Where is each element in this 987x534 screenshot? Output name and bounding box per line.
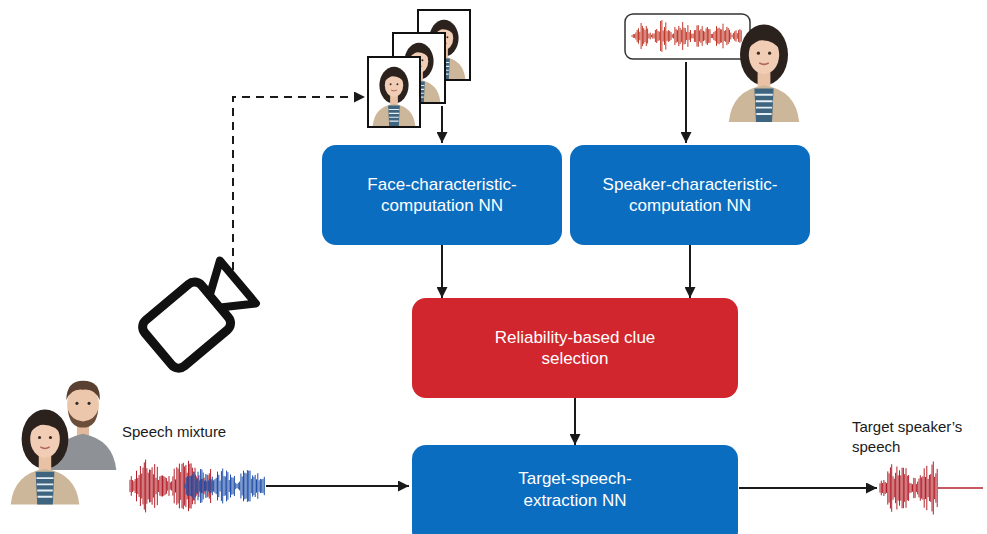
box-label: Face-characteristic-computation NN xyxy=(337,174,547,217)
caption-label: Speech mixture xyxy=(122,422,272,442)
flow-arrow xyxy=(441,245,443,298)
selection-box: Reliability-based clue selection xyxy=(412,298,738,398)
box-label: Speaker-characteristic-computation NN xyxy=(583,174,798,217)
process-box: Speaker-characteristic-computation NN xyxy=(570,145,810,245)
process-box: Target-speech-extraction NN xyxy=(412,445,738,534)
speech-bubble xyxy=(625,14,750,59)
face-photo xyxy=(373,67,416,126)
waveform xyxy=(632,20,741,52)
caption-label: Target speaker’s speech xyxy=(852,417,982,456)
input-arrow xyxy=(441,106,443,143)
waveform xyxy=(938,487,983,489)
output-waveform xyxy=(880,462,983,515)
photo-frame xyxy=(368,57,420,127)
box-label: Reliability-based clue selection xyxy=(493,327,658,370)
flow-arrow xyxy=(574,398,576,445)
speaker-photo xyxy=(11,409,80,504)
camera-lens xyxy=(197,261,256,323)
camera-icon xyxy=(139,259,257,372)
output-arrow xyxy=(739,487,877,489)
enrollment-waveform xyxy=(632,20,741,52)
input-arrow xyxy=(685,62,687,143)
face-image-stack xyxy=(368,10,470,127)
input-arrow xyxy=(266,485,409,487)
waveform xyxy=(880,462,937,515)
mixture-waveform xyxy=(130,460,264,513)
speaker-photo xyxy=(729,24,799,122)
waveform xyxy=(185,469,264,504)
flow-arrow xyxy=(689,245,691,298)
process-box: Face-characteristic-computation NN xyxy=(322,145,562,245)
box-label: Target-speech-extraction NN xyxy=(488,468,663,511)
